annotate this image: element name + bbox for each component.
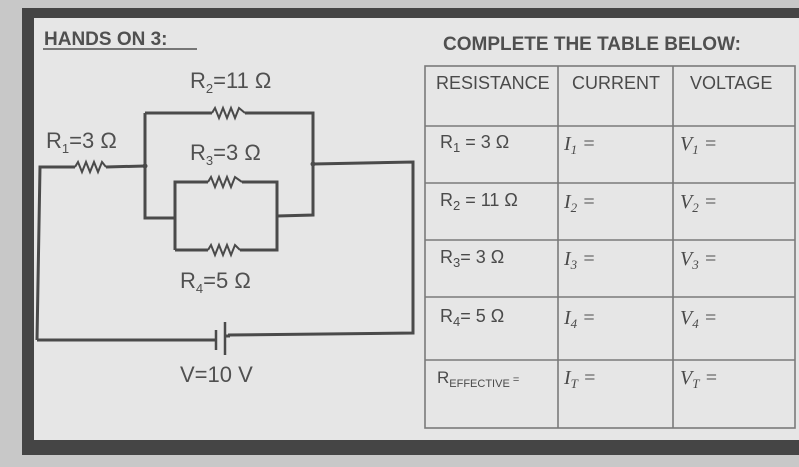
current-cell[interactable]: IT = (563, 367, 596, 391)
wire (35, 165, 75, 341)
header-voltage: VOLTAGE (690, 73, 772, 93)
wire (143, 113, 175, 220)
resistor-r1-icon (74, 159, 107, 175)
battery-voltage-label: V=10 V (180, 362, 253, 387)
voltage-cell[interactable]: V3 = (680, 248, 717, 272)
r4-label: R4=5 Ω (180, 268, 251, 296)
junction-dot (142, 163, 148, 169)
wire (227, 160, 415, 337)
table-row: R1 = 3 Ω I1 = V1 = (440, 132, 717, 157)
r2-label: R2=11 Ω (190, 68, 271, 96)
junction-dot (310, 161, 316, 167)
resistor-r2-icon (211, 105, 246, 121)
table-row: R4= 5 Ω I4 = V4 = (440, 306, 717, 331)
voltage-cell[interactable]: V1 = (680, 133, 717, 157)
wire (240, 180, 279, 252)
header-resistance: RESISTANCE (436, 73, 550, 93)
svg-text:R4= 5 Ω: R4= 5 Ω (440, 306, 504, 329)
voltage-cell[interactable]: VT = (680, 367, 718, 391)
current-cell[interactable]: I2 = (563, 191, 596, 215)
svg-text:REFFECTIVE =: REFFECTIVE = (437, 368, 519, 390)
r1-label: R1=3 Ω (46, 128, 117, 156)
voltage-cell[interactable]: V2 = (680, 191, 717, 215)
wire (173, 180, 208, 250)
current-cell[interactable]: I1 = (563, 133, 596, 157)
battery-icon (214, 322, 227, 355)
answer-table: RESISTANCE CURRENT VOLTAGE R1 = 3 Ω I1 =… (424, 65, 796, 429)
svg-text:R3= 3 Ω: R3= 3 Ω (440, 247, 504, 270)
svg-text:R1 = 3 Ω: R1 = 3 Ω (440, 132, 509, 155)
table-row: R2 = 11 Ω I2 = V2 = (440, 190, 717, 215)
current-cell[interactable]: I3 = (563, 248, 596, 272)
table-row: R3= 3 Ω I3 = V3 = (440, 247, 717, 272)
circuit-diagram: R1=3 Ω R2=11 Ω R3=3 Ω R4=5 Ω V=10 V (35, 68, 415, 387)
wire (105, 164, 146, 169)
resistor-r3-icon (207, 174, 243, 190)
current-cell[interactable]: I4 = (563, 307, 596, 331)
table-row: REFFECTIVE = IT = VT = (437, 367, 718, 391)
worksheet-title: HANDS ON 3: (44, 29, 168, 50)
resistor-r4-icon (207, 242, 241, 258)
table-instruction: COMPLETE THE TABLE BELOW: (443, 34, 741, 55)
header-current: CURRENT (572, 73, 660, 93)
voltage-cell[interactable]: V4 = (680, 307, 717, 331)
svg-text:R2 = 11 Ω: R2 = 11 Ω (440, 190, 518, 213)
paper (34, 18, 799, 440)
r3-label: R3=3 Ω (190, 140, 261, 168)
